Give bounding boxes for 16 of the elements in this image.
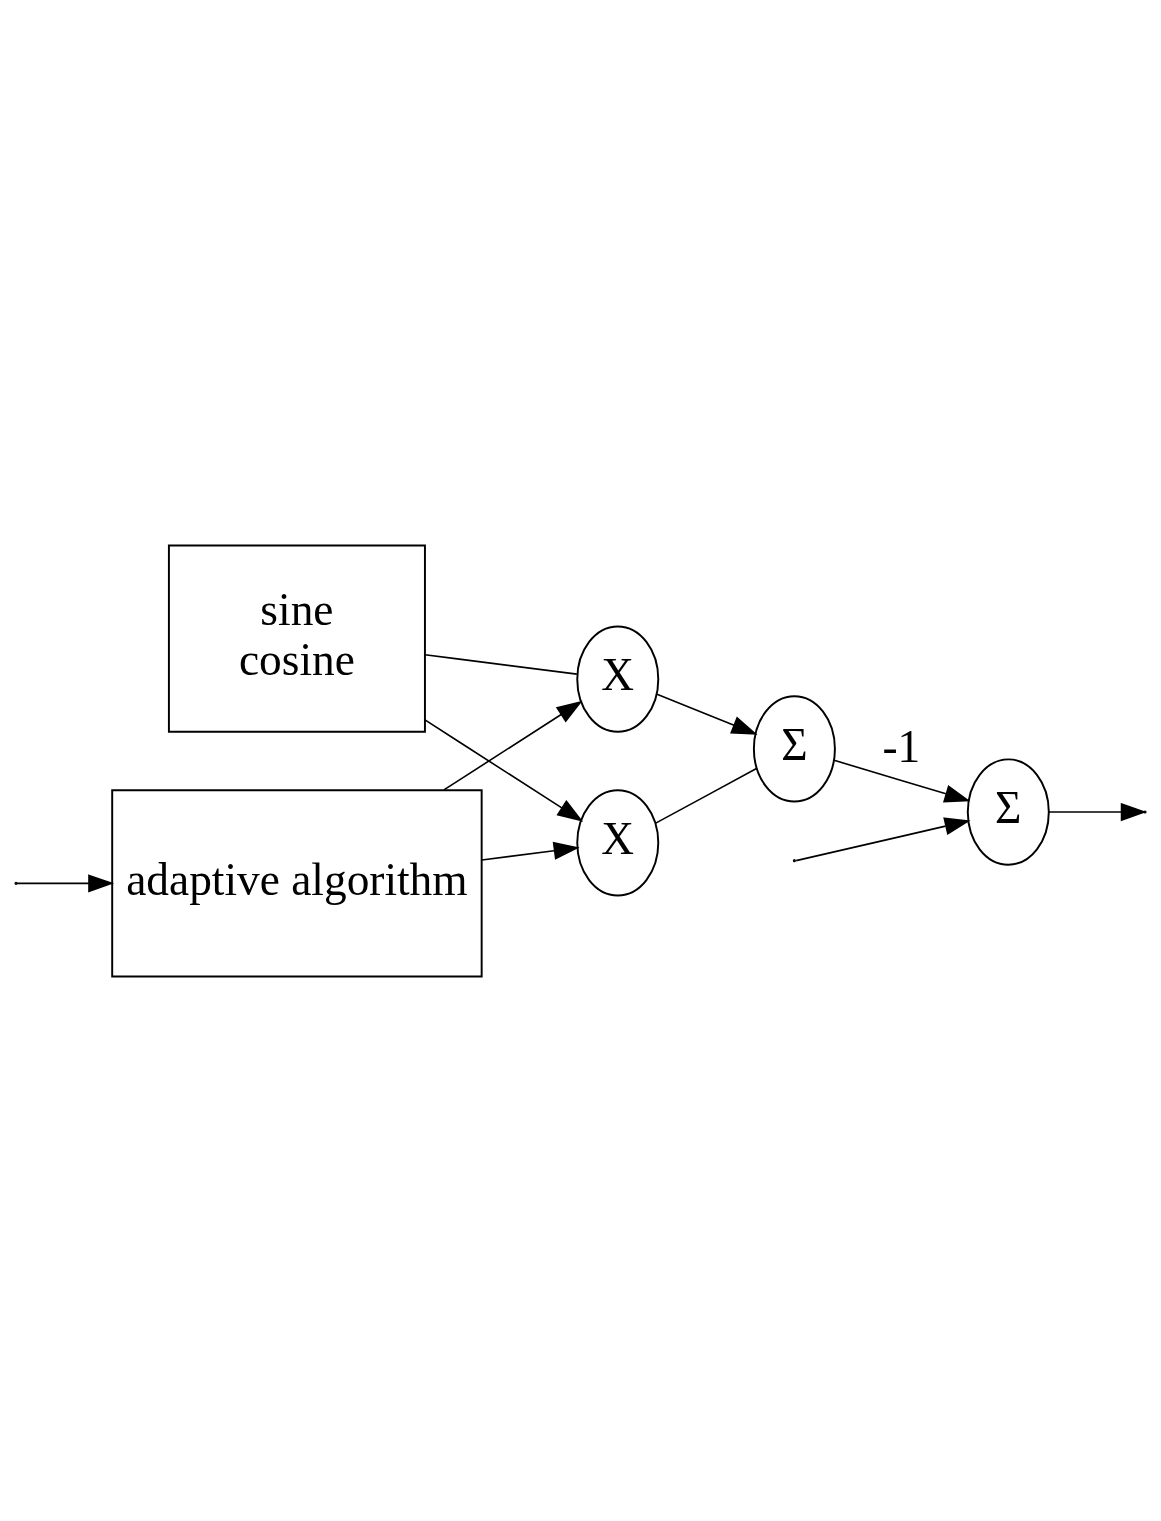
arrow xyxy=(424,718,584,822)
arrow xyxy=(656,693,758,735)
node-ellipse: X xyxy=(576,788,660,896)
node-ellipse: Σ xyxy=(752,694,836,802)
node-box: sine cosine xyxy=(167,544,426,733)
arrow xyxy=(443,700,583,791)
node-ellipse: Σ xyxy=(966,757,1050,866)
connector xyxy=(654,767,758,824)
edge-label: -1 xyxy=(882,721,921,772)
arrow xyxy=(833,759,971,802)
arrow xyxy=(795,816,971,861)
arrow xyxy=(15,873,115,892)
node-ellipse: X xyxy=(576,625,660,733)
connector xyxy=(424,653,578,675)
node-box: adaptive algorithm xyxy=(111,788,483,977)
arrow xyxy=(481,841,580,861)
